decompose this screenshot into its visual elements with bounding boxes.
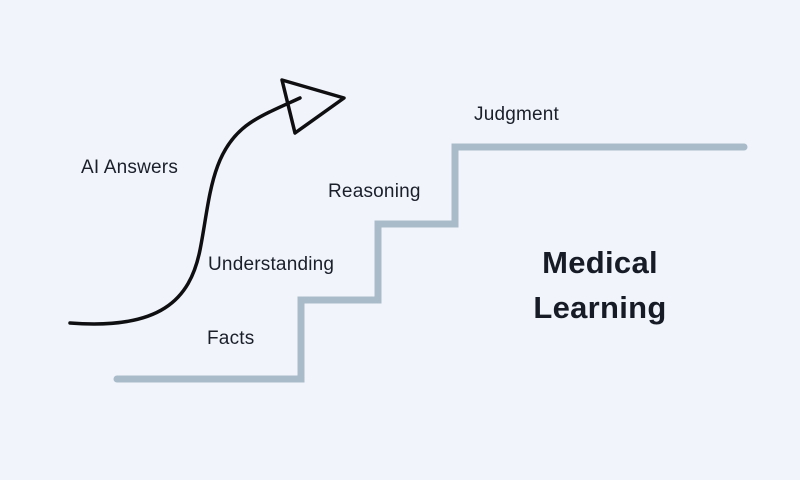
diagram-title: Medical Learning (520, 240, 680, 330)
title-line-1: Medical (542, 245, 658, 280)
label-judgment: Judgment (474, 104, 560, 125)
label-understanding: Understanding (208, 254, 335, 275)
label-ai-answers: AI Answers (81, 157, 179, 178)
label-facts: Facts (207, 328, 255, 349)
staircase (113, 143, 748, 383)
arrow-shaft (68, 96, 302, 326)
curved-up-arrow-icon (68, 78, 346, 326)
arrow-head (280, 78, 346, 135)
title-line-2: Learning (533, 290, 667, 325)
label-reasoning: Reasoning (328, 181, 421, 202)
